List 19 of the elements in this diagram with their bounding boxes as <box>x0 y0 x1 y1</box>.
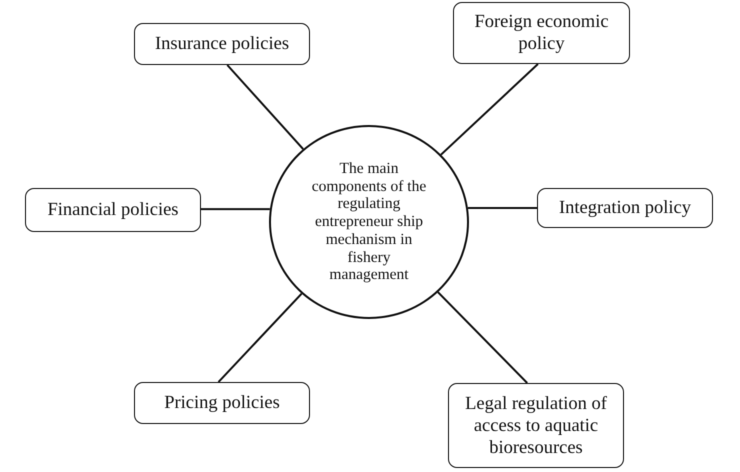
box-label: Insurance policies <box>154 33 290 55</box>
connector-line <box>468 207 537 209</box>
policy-box <box>134 382 310 424</box>
circle-label: The main components of the regulating entrepreneur ship mechanism in fishery management <box>310 160 428 284</box>
box-label: Pricing policies <box>164 392 280 414</box>
connector-line <box>226 64 304 150</box>
box-label: Foreign economic policy <box>473 11 610 55</box>
connector-line <box>218 292 302 383</box>
connector-line <box>201 208 270 210</box>
box-label: Integration policy <box>558 197 692 219</box>
box-label: Legal regulation of access to aquatic bioresources <box>464 392 608 458</box>
policy-box <box>537 188 713 228</box>
box-label: Financial policies <box>47 199 178 221</box>
policy-box <box>448 383 624 468</box>
policy-box <box>134 23 310 65</box>
policy-box <box>453 2 630 64</box>
connector-line <box>440 63 539 156</box>
connector-line <box>437 292 528 384</box>
policy-box <box>25 188 201 232</box>
